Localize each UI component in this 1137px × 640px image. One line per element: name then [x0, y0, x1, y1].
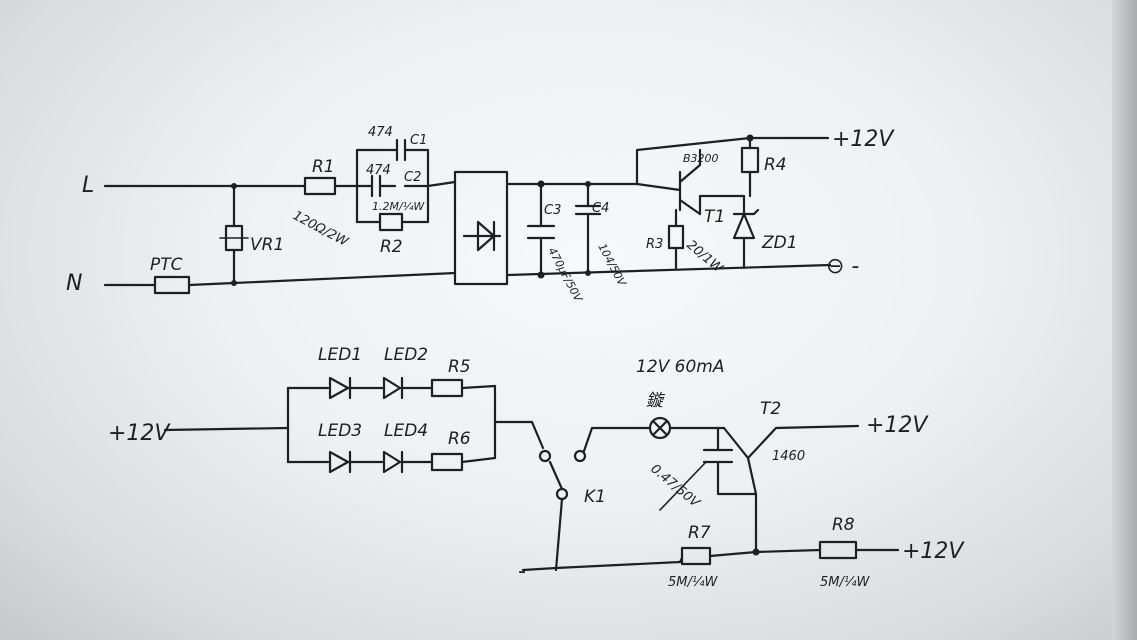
label-t1: T1	[704, 207, 725, 227]
junction	[746, 134, 754, 142]
label-led2: LED2	[384, 345, 428, 365]
top-circuit	[103, 134, 832, 295]
bridge-diode	[462, 220, 502, 252]
label-c2: C2	[404, 170, 421, 185]
bottom-circuit	[163, 376, 900, 572]
label-t2-part: 1460	[772, 449, 805, 464]
label-L: L	[82, 173, 94, 198]
junction	[231, 183, 237, 189]
label-lamp-rating: 12V 60mA	[636, 357, 725, 377]
led2-body	[382, 376, 404, 400]
label-r8-value: 5M/¼W	[820, 575, 870, 590]
paper-edge	[1112, 0, 1137, 640]
t2-body	[722, 424, 860, 496]
led1-body	[328, 376, 352, 400]
label-c2-value: 474	[366, 163, 391, 178]
c1-plates	[395, 138, 407, 162]
k1-contact-b	[573, 449, 587, 463]
label-r7-value: 5M/¼W	[668, 575, 718, 590]
label-ptc: PTC	[150, 255, 183, 275]
label-N: N	[66, 271, 82, 296]
dc-negative-rail	[505, 263, 832, 277]
label-r1: R1	[312, 157, 335, 177]
cap-value-slash	[659, 461, 707, 511]
r8-body	[818, 540, 858, 560]
label-c4: C4	[592, 201, 609, 216]
label-c3: C3	[544, 203, 561, 218]
led4-body	[382, 450, 404, 474]
k1-contact-a	[538, 449, 552, 463]
t1-base-wire	[635, 182, 682, 192]
k1-common-wire	[554, 497, 564, 572]
label-in-pos: +12V	[108, 421, 171, 446]
label-r4: R4	[764, 155, 787, 175]
zd1-body	[732, 208, 760, 240]
r7-body	[680, 546, 712, 566]
wire-to-bridge	[426, 180, 457, 188]
label-c1: C1	[410, 133, 427, 148]
led-row-2-wire	[286, 456, 497, 464]
label-out-pos-bottom: +12V	[902, 539, 965, 564]
label-zd1: ZD1	[761, 233, 798, 253]
bridge-rectifier	[453, 170, 509, 286]
label-r8: R8	[832, 515, 855, 535]
wire-N-2	[187, 271, 457, 287]
label-lamp: 鏇	[646, 391, 666, 411]
r1-body	[303, 176, 337, 196]
label-c3-value: 470μF/50V	[545, 245, 585, 305]
r2-body	[378, 212, 404, 232]
wire-to-k1	[493, 420, 545, 450]
label-r7: R7	[688, 523, 711, 543]
t1-collector-wire	[635, 136, 830, 186]
label-led1: LED1	[318, 345, 362, 365]
wire-lamp	[582, 426, 726, 453]
junction	[231, 280, 237, 286]
label-r1-value: 120Ω/2W	[290, 208, 351, 250]
cap-plates	[702, 448, 734, 464]
label-in-neg: -	[518, 559, 526, 584]
t1-emitter-wire	[698, 194, 746, 216]
label-r6: R6	[448, 429, 471, 449]
label-r2-value: 1.2M/¼W	[372, 200, 425, 213]
c3-plates	[526, 224, 556, 240]
label-t1-part: B3200	[683, 152, 719, 165]
wire-r7-r8	[708, 548, 822, 558]
label-cap-value: 0.47/50V	[647, 462, 703, 512]
label-led4: LED4	[384, 421, 428, 441]
label-led3: LED3	[318, 421, 362, 441]
label-r3-value: 20/1W	[683, 238, 726, 277]
wire-in-pos	[163, 426, 290, 432]
k1-pivot	[555, 487, 569, 501]
c2-plates	[370, 174, 382, 198]
label-out-neg: ⊖ -	[826, 254, 859, 279]
label-out-pos-right: +12V	[866, 413, 929, 438]
ptc-body	[153, 275, 191, 295]
led-row-1-wire	[286, 384, 497, 390]
label-out-pos: +12V	[832, 127, 895, 152]
label-r5: R5	[448, 357, 471, 377]
r4-body	[740, 146, 760, 174]
r6-body	[430, 452, 464, 472]
labels: L N PTC VR1 R1 120Ω/2W 474 C1 474 C2 1.2…	[66, 125, 965, 590]
led3-body	[328, 450, 352, 474]
label-r3: R3	[646, 237, 663, 252]
c4-plates	[574, 204, 602, 216]
label-t2: T2	[760, 399, 781, 419]
label-c1-value: 474	[368, 125, 393, 140]
label-c4-value: 104/50V	[595, 241, 629, 289]
r5-body	[430, 378, 464, 398]
lamp-circle	[648, 416, 672, 440]
wire-neg-input	[521, 560, 682, 572]
r3-body	[667, 224, 685, 250]
cap-wires	[716, 426, 758, 496]
label-r2: R2	[380, 237, 403, 257]
label-vr1: VR1	[250, 235, 284, 255]
lamp-cross	[651, 419, 669, 437]
k1-lever	[548, 460, 564, 491]
label-k1: K1	[584, 487, 606, 507]
